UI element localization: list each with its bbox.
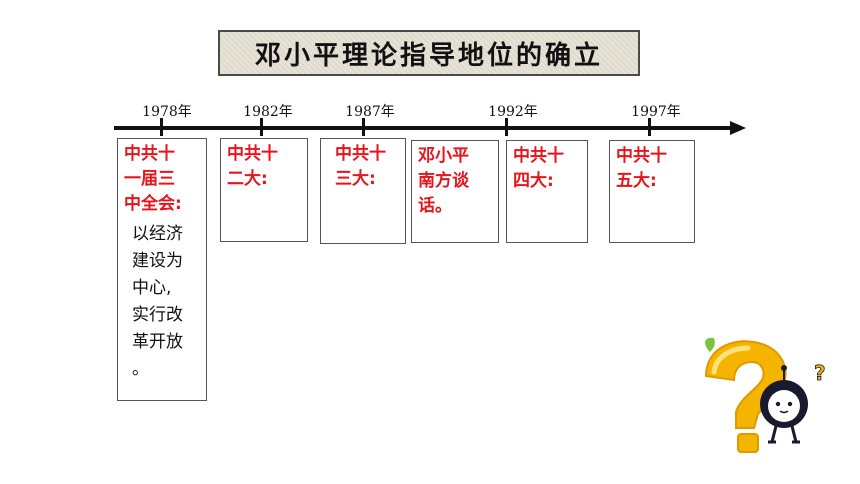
event-head: 邓小平 南方谈 话。	[418, 146, 469, 216]
event-head: 中共十 四大:	[513, 146, 564, 191]
year-label-1997: 1997年	[631, 104, 681, 120]
event-box-1997: 中共十 五大:	[609, 140, 695, 243]
event-head: 中共十 三大:	[335, 144, 386, 189]
tick-1982	[260, 118, 263, 136]
tick-1997	[648, 118, 651, 136]
event-box-1978: 中共十 一届三 中全会: 以经济 建设为 中心, 实行改 革开放 。	[117, 138, 207, 401]
year-label-1978: 1978年	[142, 104, 192, 120]
event-box-1987: 中共十 三大:	[320, 138, 406, 244]
year-label-1987: 1987年	[345, 104, 395, 120]
event-box-1992-talk: 邓小平 南方谈 话。	[411, 140, 499, 243]
event-body: 以经济 建设为 中心, 实行改 革开放 。	[132, 224, 183, 379]
question-mascot-icon: ?	[704, 337, 826, 453]
arrow-right-icon	[730, 121, 746, 135]
tick-1978	[160, 118, 163, 136]
event-head: 中共十 五大:	[616, 146, 667, 191]
event-head: 中共十 一届三 中全会:	[124, 144, 182, 214]
year-label-1992: 1992年	[488, 104, 538, 120]
tick-1992	[505, 118, 508, 136]
event-box-1992: 中共十 四大:	[506, 140, 588, 243]
tick-1987	[362, 118, 365, 136]
timeline-axis	[114, 126, 734, 130]
event-head: 中共十 二大:	[227, 144, 278, 189]
year-label-1982: 1982年	[243, 104, 293, 120]
page-title: 邓小平理论指导地位的确立	[218, 30, 640, 76]
svg-text:?: ?	[814, 361, 826, 385]
event-box-1982: 中共十 二大:	[220, 138, 308, 242]
